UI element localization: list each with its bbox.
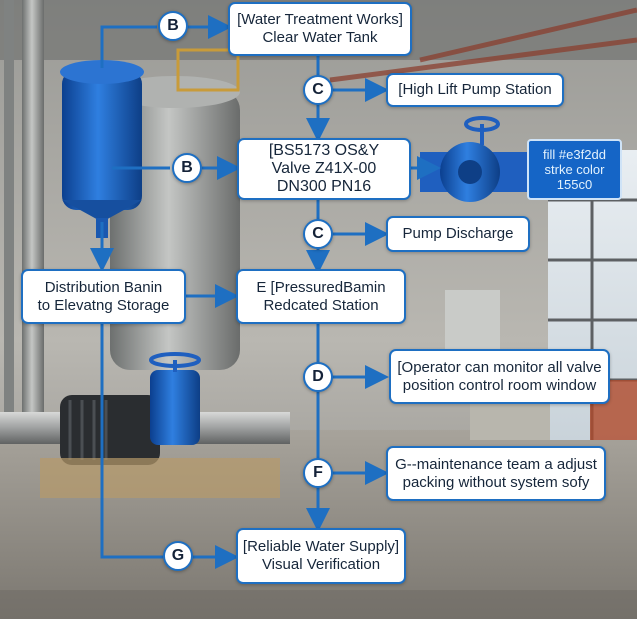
color-note-label: fill #e3f2dd strke color 155c0	[527, 139, 622, 200]
marker-b-mid-label: B	[181, 159, 193, 176]
note-line-2: strke color	[544, 162, 605, 177]
maintenance-line-2: packing without system sofy	[402, 473, 590, 491]
marker-c-top: C	[303, 75, 333, 105]
note-line-1: fill #e3f2dd	[543, 147, 606, 162]
operator-line-1: [Operator can monitor all valve	[397, 358, 602, 376]
distribution-line-2: to Elevatng Storage	[37, 296, 170, 314]
marker-c-mid: C	[303, 219, 333, 249]
pump-discharge-box: Pump Discharge	[386, 216, 530, 252]
reliable-line-2: Visual Verification	[261, 556, 381, 573]
marker-c-top-label: C	[312, 81, 324, 98]
marker-f-label: F	[313, 464, 323, 481]
distribution-line-1: Distribution Banin	[44, 278, 163, 296]
water-treatment-line-1: [Water Treatment Works]	[237, 11, 403, 28]
operator-line-2: position control room window	[402, 376, 597, 394]
note-line-3: 155c0	[556, 177, 593, 192]
valve-line-1: [BS5173 OS&Y	[268, 142, 380, 159]
marker-b-top-label: B	[167, 17, 179, 34]
valve-line-2: Valve Z41X-00	[271, 160, 377, 177]
water-treatment-line-2: Clear Water Tank	[262, 29, 378, 46]
high-lift-label: [High Lift Pump Station	[398, 81, 552, 98]
marker-g-label: G	[171, 547, 185, 564]
valve-line-3: DN300 PN16	[276, 178, 372, 195]
reliable-supply-box: [Reliable Water Supply]Visual Verificati…	[236, 528, 406, 584]
maintenance-line-1: G--maintenance team a adjust	[395, 455, 597, 473]
marker-b-top: B	[158, 11, 188, 41]
water-treatment-box: [Water Treatment Works]Clear Water Tank	[228, 2, 412, 56]
reliable-line-1: [Reliable Water Supply]	[242, 538, 400, 555]
marker-d-label: D	[312, 368, 324, 385]
pump-discharge-label: Pump Discharge	[402, 225, 514, 242]
marker-d: D	[303, 362, 333, 392]
marker-c-mid-label: C	[312, 225, 324, 242]
marker-f: F	[303, 458, 333, 488]
pressure-line-1: E [PressuredBamin	[256, 278, 386, 296]
pressure-line-2: Redcated Station	[263, 296, 379, 314]
high-lift-box: [High Lift Pump Station	[386, 73, 564, 107]
marker-g: G	[163, 541, 193, 571]
marker-b-mid: B	[172, 153, 202, 183]
